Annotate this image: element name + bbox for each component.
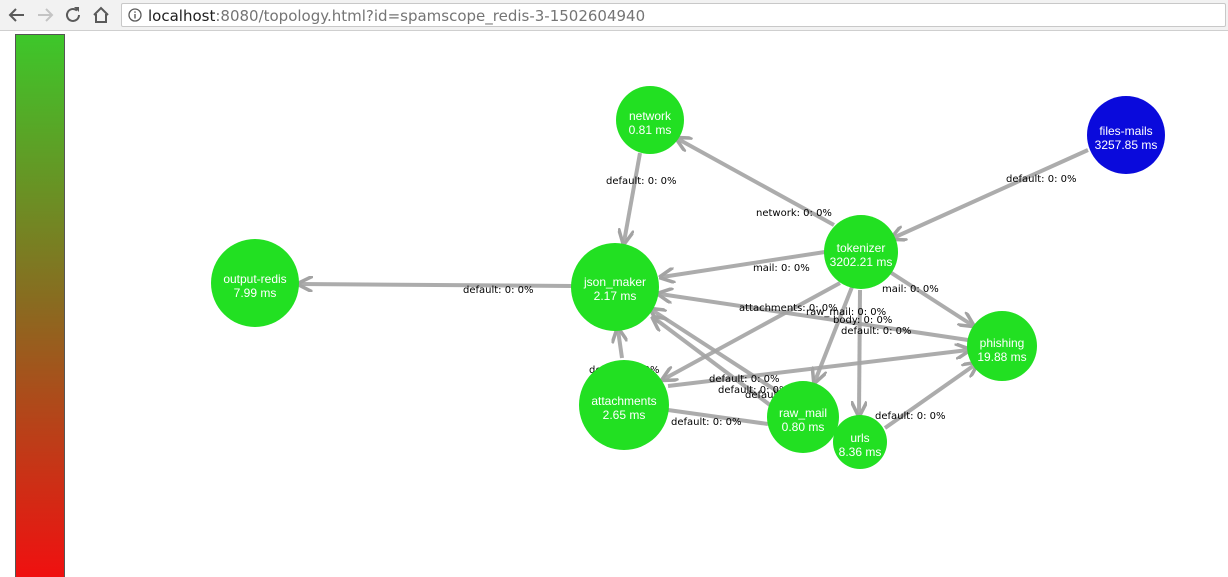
edge-label-tokenizer-phishing: mail: 0: 0%	[882, 284, 939, 295]
nodes: network 0.81 ms files-mails 3257.85 ms t…	[211, 86, 1165, 469]
topology-graph: default: 0: 0% default: 0: 0% network: 0…	[211, 86, 1165, 469]
node-files-mails-name: files-mails	[1099, 124, 1152, 138]
node-network-latency: 0.81 ms	[629, 123, 672, 137]
edge-label-network-json-maker: default: 0: 0%	[606, 176, 677, 187]
edge-attachments-json-maker	[618, 330, 622, 359]
node-tokenizer-name: tokenizer	[837, 241, 886, 255]
edge-label-tokenizer-json-maker: mail: 0: 0%	[753, 263, 810, 274]
edge-tokenizer-network	[678, 139, 835, 227]
edge-network-json-maker	[624, 152, 642, 242]
url-path: :8080/topology.html?id=spamscope_redis-3…	[215, 7, 646, 25]
node-attachments[interactable]: attachments 2.65 ms	[579, 360, 669, 450]
node-json-maker-name: json_maker	[583, 275, 646, 289]
node-json-maker-circle[interactable]	[571, 243, 659, 331]
node-attachments-name: attachments	[591, 394, 656, 408]
edge-tokenizer-urls	[859, 289, 860, 414]
node-files-mails[interactable]: files-mails 3257.85 ms	[1087, 96, 1165, 174]
edge-label-attachments-phishing: default: 0: 0%	[709, 374, 780, 385]
address-bar[interactable]: localhost:8080/topology.html?id=spamscop…	[121, 3, 1226, 27]
node-files-mails-circle[interactable]	[1087, 96, 1165, 174]
edge-label-tokenizer-attachments: attachments: 0: 0%	[739, 303, 838, 314]
node-output-redis-latency: 7.99 ms	[234, 286, 277, 300]
latency-color-legend	[15, 34, 65, 577]
node-output-redis-name: output-redis	[223, 272, 286, 286]
edge-label-phishing-json-maker: default: 0: 0%	[841, 326, 912, 337]
edge-label-files-mails-tokenizer: default: 0: 0%	[1006, 174, 1077, 185]
node-output-redis[interactable]: output-redis 7.99 ms	[211, 239, 299, 327]
node-urls-circle[interactable]	[833, 415, 887, 469]
back-arrow-icon[interactable]	[6, 4, 28, 26]
node-urls[interactable]: urls 8.36 ms	[833, 415, 887, 469]
node-phishing-name: phishing	[980, 336, 1025, 350]
edge-files-mails-tokenizer	[893, 148, 1089, 238]
node-network-name: network	[629, 109, 672, 123]
node-phishing-circle[interactable]	[967, 311, 1037, 381]
node-tokenizer[interactable]: tokenizer 3202.21 ms	[824, 215, 898, 289]
edge-tokenizer-raw-mail	[815, 286, 854, 381]
node-output-redis-circle[interactable]	[211, 239, 299, 327]
edge-urls-phishing	[883, 364, 976, 430]
edges	[300, 139, 1089, 430]
home-icon[interactable]	[90, 4, 112, 26]
info-icon[interactable]	[128, 8, 142, 22]
forward-arrow-icon[interactable]	[34, 4, 56, 26]
node-phishing[interactable]: phishing 19.88 ms	[967, 311, 1037, 381]
node-json-maker-latency: 2.17 ms	[594, 289, 637, 303]
edge-raw-mail-json-maker-2	[654, 318, 772, 407]
url-text: localhost:8080/topology.html?id=spamscop…	[148, 7, 645, 25]
node-raw-mail-circle[interactable]	[767, 381, 839, 453]
node-network[interactable]: network 0.81 ms	[616, 86, 684, 154]
edge-label-tokenizer-raw-mail: raw_mail: 0: 0%	[806, 307, 886, 318]
edge-labels: default: 0: 0% default: 0: 0% network: 0…	[463, 174, 1077, 428]
edge-label-raw-mail-json-maker: default: 0: 0%	[718, 385, 789, 396]
edge-label-json-maker-output-redis: default: 0: 0%	[463, 285, 534, 296]
edge-attachments-raw-mail	[667, 408, 769, 426]
edge-label-attachments-raw-mail: default: 0: 0%	[671, 417, 742, 428]
node-tokenizer-latency: 3202.21 ms	[830, 255, 893, 269]
node-json-maker[interactable]: json_maker 2.17 ms	[571, 243, 659, 331]
edge-json-maker-output-redis	[300, 284, 573, 286]
node-urls-name: urls	[850, 431, 869, 445]
node-urls-latency: 8.36 ms	[839, 445, 882, 459]
node-attachments-latency: 2.65 ms	[603, 408, 646, 422]
edge-raw-mail-json-maker	[652, 310, 785, 397]
edge-label-tokenizer-network: network: 0: 0%	[756, 208, 832, 219]
edge-label-tokenizer-urls: body: 0: 0%	[833, 315, 892, 326]
edge-label-urls-phishing: default: 0: 0%	[875, 411, 946, 422]
node-raw-mail-name: raw_mail	[779, 406, 827, 420]
edge-phishing-json-maker	[660, 294, 969, 342]
node-tokenizer-circle[interactable]	[824, 215, 898, 289]
url-host: localhost	[148, 7, 216, 25]
edge-tokenizer-phishing	[888, 270, 972, 325]
node-attachments-circle[interactable]	[579, 360, 669, 450]
node-network-circle[interactable]	[616, 86, 684, 154]
node-phishing-latency: 19.88 ms	[977, 350, 1026, 364]
node-files-mails-latency: 3257.85 ms	[1095, 138, 1158, 152]
reload-icon[interactable]	[62, 4, 84, 26]
node-raw-mail[interactable]: raw_mail 0.80 ms	[767, 381, 839, 453]
edge-attachments-phishing	[667, 350, 968, 388]
edge-tokenizer-attachments	[664, 281, 841, 379]
edge-tokenizer-json-maker	[662, 250, 826, 277]
browser-toolbar: localhost:8080/topology.html?id=spamscop…	[0, 0, 1228, 31]
node-raw-mail-latency: 0.80 ms	[782, 420, 825, 434]
